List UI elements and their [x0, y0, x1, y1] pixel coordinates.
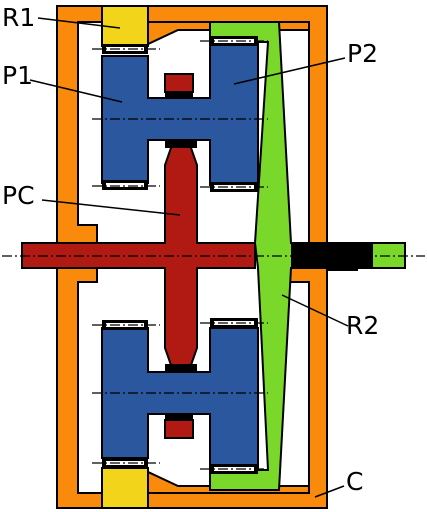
carrier-band-bottom	[165, 364, 197, 372]
leader-r2	[281, 294, 349, 327]
leader-lines	[29, 17, 349, 498]
leader-r1	[37, 17, 121, 29]
label-c: C	[346, 467, 363, 496]
label-r2: R2	[346, 311, 379, 340]
carrier-band-top	[165, 140, 197, 148]
carrier-body	[21, 144, 256, 369]
bearing-p2-top-upper-gap	[214, 39, 254, 43]
planet-carrier-pc	[21, 73, 256, 439]
leader-p1	[29, 79, 123, 103]
center-lines	[2, 40, 425, 470]
leader-pc	[41, 199, 181, 216]
bearing-p2-bottom-upper-gap	[214, 321, 254, 325]
carrier-pin-bottom-band	[165, 412, 193, 420]
carrier-pin-top	[164, 73, 194, 93]
carrier-pin-top-band	[165, 92, 193, 100]
bearing-p1-top-lower-gap	[106, 183, 144, 187]
label-p1: P1	[2, 61, 33, 90]
bearing-p2-top-lower-gap	[214, 185, 254, 189]
leader-p2	[233, 57, 346, 85]
carrier-pin-bottom	[164, 419, 194, 439]
label-p2: P2	[347, 39, 378, 68]
bearing-p2-bottom-lower-gap	[214, 467, 254, 471]
label-r1: R1	[2, 3, 35, 32]
ring-r1-bottom	[101, 467, 149, 509]
leader-c	[314, 485, 345, 498]
planet-gear-top	[101, 36, 259, 192]
label-pc: PC	[2, 181, 35, 210]
